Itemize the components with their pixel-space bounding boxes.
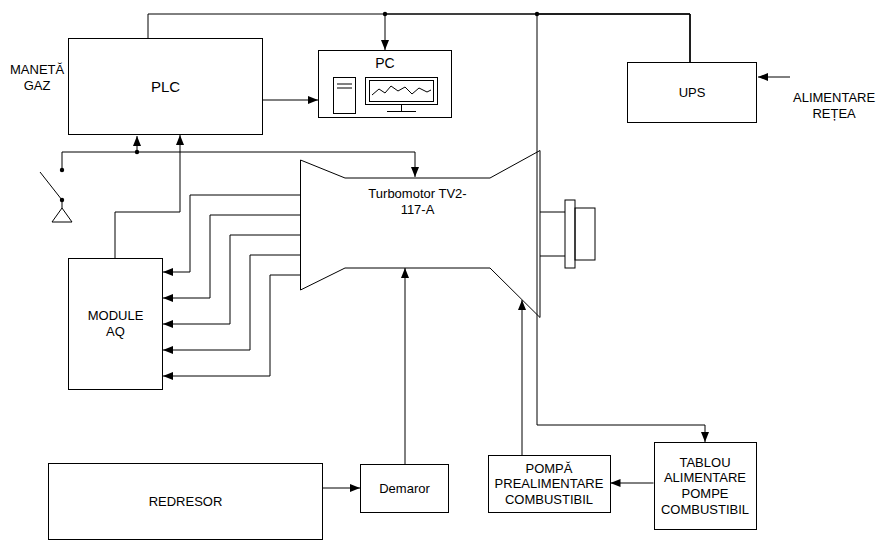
connector [163, 255, 300, 350]
node-label: PC [319, 51, 451, 72]
turboshaft-engine: Turbomotor TV2-117-A [300, 150, 600, 318]
signal-label: ALIMENTARE REȚEA [793, 90, 875, 121]
connector [537, 14, 705, 442]
node-label: MODULE AQ [88, 308, 144, 339]
engine-outline [300, 150, 600, 318]
rectifier-box: REDRESOR [48, 463, 323, 540]
connector [405, 268, 406, 464]
node-label: Turbomotor TV2-117-A [368, 186, 468, 217]
connector [163, 275, 300, 376]
junction-dots [60, 12, 539, 202]
panel-box: TABLOU ALIMENTARE POMPE COMBUSTIBIL [654, 442, 757, 530]
connector [611, 483, 654, 484]
signal-label: MANETĂ GAZ [10, 62, 64, 93]
node-label: POMPĂ PREALIMENTARE COMBUSTIBIL [495, 461, 604, 508]
connector [263, 100, 318, 101]
controller-box: PLC [68, 38, 263, 135]
node-label: PLC [151, 78, 180, 96]
pump-box: POMPĂ PREALIMENTARE COMBUSTIBIL [488, 455, 611, 513]
engine-label-area: Turbomotor TV2-117-A [345, 186, 490, 217]
node-label: UPS [679, 85, 706, 101]
node-label: REDRESOR [149, 494, 223, 510]
connector [163, 215, 300, 298]
node-label: Demaror [379, 481, 430, 497]
starter-box: Demaror [360, 464, 449, 513]
connector [163, 195, 300, 272]
connector [323, 488, 360, 489]
connector [163, 235, 300, 324]
ups-box: UPS [627, 62, 757, 123]
node-label: TABLOU ALIMENTARE POMPE COMBUSTIBIL [661, 455, 749, 517]
computer-box: PC [318, 50, 452, 118]
throttle-switch [40, 77, 790, 222]
connector [522, 300, 523, 455]
connector [115, 135, 180, 258]
acquisition-box: MODULE AQ [68, 258, 163, 390]
